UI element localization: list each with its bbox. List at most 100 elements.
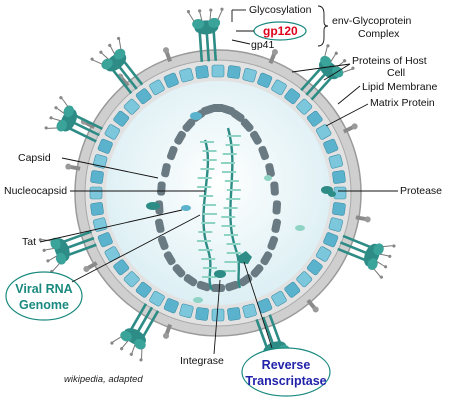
credit-label: wikipedia, adapted [64, 374, 143, 385]
capsid-segment [250, 264, 264, 278]
capsid-segment [260, 251, 273, 266]
matrix-protein-unit [284, 88, 301, 105]
matrix-protein-unit [323, 232, 339, 248]
matrix-protein-label: Matrix Protein [370, 97, 435, 109]
matrix-protein-unit [90, 170, 104, 184]
capsid-segment [265, 163, 275, 178]
capsid-segment [271, 218, 282, 233]
matrix-protein-unit [242, 303, 257, 319]
capsid-segment [200, 104, 216, 116]
capsid-segment [157, 181, 166, 196]
capsid-segment [182, 118, 196, 132]
matrix-protein-unit [97, 232, 113, 248]
matrix-protein-unit [195, 307, 209, 321]
matrix-protein-unit [242, 67, 257, 83]
capsid-segment [211, 284, 225, 292]
lipid-membrane-label-group: Lipid Membrane [337, 81, 437, 105]
integrase-label-group: Integrase [180, 279, 224, 367]
matrix-protein-unit [163, 72, 179, 88]
host-protein [342, 123, 358, 134]
tat-protein [181, 205, 191, 211]
matrix-protein-unit [227, 307, 241, 321]
protease-label: Protease [400, 185, 442, 197]
matrix-protein-unit [333, 186, 347, 200]
viral-rna-label-group: Viral RNA Genome [5, 214, 201, 321]
matrix-protein-unit [163, 298, 179, 314]
matrix-protein-unit [323, 138, 339, 154]
matrix-protein-unit [211, 64, 225, 78]
matrix-protein-unit [296, 98, 313, 115]
host-protein [163, 47, 172, 63]
matrix-protein-unit [328, 217, 344, 232]
capsid-segment [172, 264, 186, 278]
gp120-label: gp120 [263, 24, 298, 38]
viral-rna-label-line2: Genome [19, 298, 69, 312]
matrix-protein-unit [227, 65, 241, 79]
tat-label-group: Tat [22, 209, 183, 248]
tat-label: Tat [22, 236, 36, 248]
matrix-protein-unit [89, 186, 103, 200]
matrix-protein-unit [328, 154, 344, 169]
capsid-segment [258, 145, 270, 161]
capsid-segment [157, 235, 169, 251]
host-protein [355, 215, 371, 223]
reverse-transcriptase-label-line2: Transcriptase [245, 374, 326, 388]
matrix-protein-unit [113, 110, 130, 127]
viral-rna-label-line1: Viral RNA [15, 282, 72, 296]
nucleocapsid-label-group: Nucleocapsid [4, 185, 205, 197]
host-proteins-label-line2: Cell [387, 67, 405, 79]
capsid-segment [154, 218, 165, 233]
viral-rna-genome [197, 127, 242, 291]
capsid-segment [183, 274, 198, 287]
env-complex-label-line2: Complex [358, 28, 400, 40]
host-proteins-label-group: Proteins of Host Cell [291, 55, 427, 81]
capsid-segment [196, 280, 211, 292]
capsid-segment [270, 181, 279, 196]
protease-protein [321, 186, 336, 197]
capsid-segment [250, 130, 262, 145]
matrix-protein-unit [332, 170, 346, 184]
host-protein [268, 49, 278, 64]
host-cell-proteins [65, 47, 371, 339]
glycosylation-label-group: Glycosylation [231, 4, 312, 22]
env-complex-label-group: env-Glycoprotein Complex [317, 5, 412, 47]
capsid [154, 104, 282, 292]
matrix-protein-unit [149, 290, 165, 307]
env-spike [337, 234, 396, 279]
matrix-protein-unit [135, 88, 152, 105]
host-protein [163, 323, 172, 339]
protease-label-group: Protease [338, 185, 442, 197]
matrix-protein-unit [135, 281, 152, 298]
lipid-membrane-label: Lipid Membrane [362, 81, 437, 93]
host-protein [65, 163, 81, 171]
matrix-protein-unit [306, 259, 323, 276]
capsid-segment [161, 163, 171, 178]
env-complex-label-line1: env-Glycoprotein [332, 15, 412, 27]
integrase-protein [214, 270, 226, 278]
matrix-protein-unit [123, 271, 140, 288]
matrix-protein-unit [149, 79, 165, 96]
matrix-protein-unit [306, 110, 323, 127]
matrix-protein-unit [257, 72, 273, 88]
matrix-protein-unit [113, 259, 130, 276]
matrix-protein-label-group: Matrix Protein [325, 97, 435, 127]
matrix-protein-unit [211, 308, 225, 322]
reverse-transcriptase-protein [238, 251, 252, 264]
reverse-transcriptase-label-line1: Reverse [262, 358, 311, 372]
matrix-protein-ring [89, 64, 347, 322]
glycosylation-label: Glycosylation [249, 4, 312, 16]
matrix-protein-unit [97, 138, 113, 154]
env-spike [110, 303, 160, 362]
nucleocapsid-label: Nucleocapsid [4, 185, 67, 197]
reverse-transcriptase-label-group: Reverse Transcriptase [241, 261, 331, 397]
capsid-segment [174, 130, 186, 145]
gp41-label-group: gp41 [231, 39, 275, 51]
matrix-protein-unit [315, 124, 332, 140]
matrix-protein-unit [271, 79, 287, 96]
host-proteins-label-line1: Proteins of Host [352, 55, 427, 67]
capsid-label-group: Capsid [18, 152, 159, 179]
integrase-label: Integrase [180, 355, 224, 367]
matrix-protein-unit [104, 124, 121, 140]
capsid-segment [230, 109, 245, 122]
